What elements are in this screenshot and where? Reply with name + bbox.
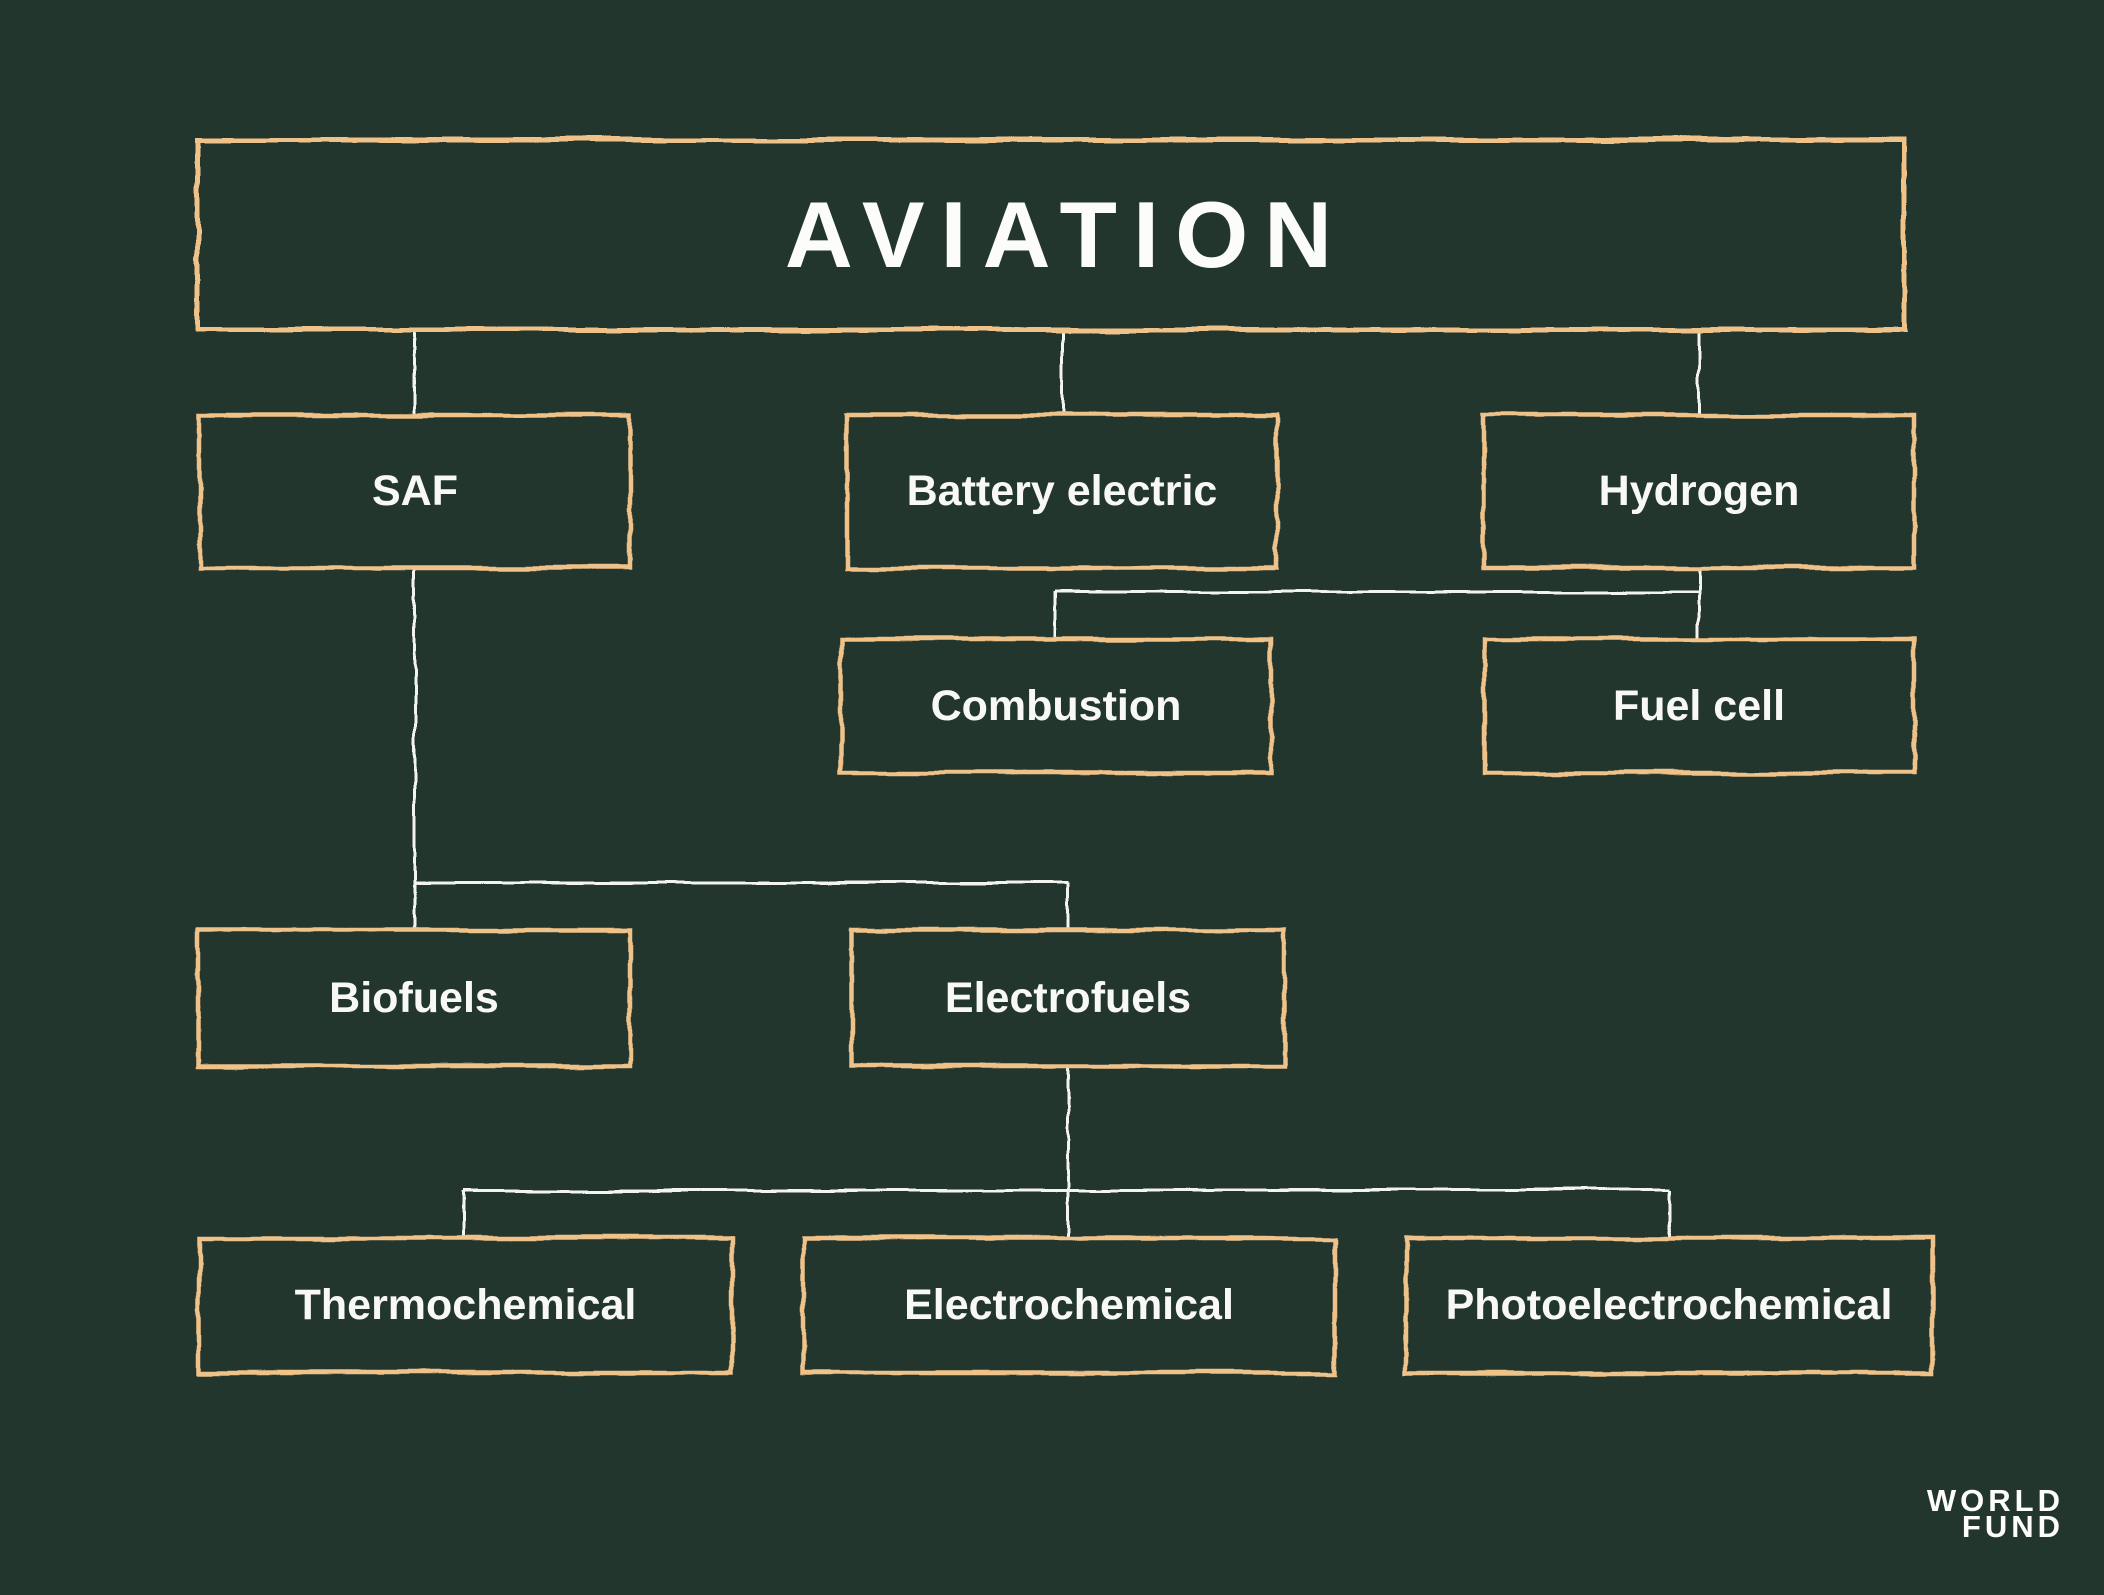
node-biofuels-border — [195, 927, 633, 1069]
node-electrochemical-label: Electrochemical — [904, 1281, 1234, 1329]
node-hydrogen-border — [1481, 412, 1917, 571]
node-battery-electric-border — [844, 412, 1280, 571]
node-aviation-border — [194, 137, 1907, 333]
world-fund-logo: WORLD FUND — [1926, 1483, 2064, 1545]
connector-lines — [413, 330, 1701, 1238]
node-fuel-cell-border — [1481, 636, 1917, 776]
node-battery-electric-label: Battery electric — [906, 467, 1218, 515]
node-combustion-border — [838, 636, 1274, 776]
node-photoelectrochemical-border — [1403, 1235, 1935, 1376]
node-saf-border — [197, 412, 633, 571]
world-fund-logo-line1: WORLD — [1926, 1483, 2064, 1518]
world-fund-logo-line2: FUND — [1961, 1509, 2064, 1545]
node-thermochemical-label: Thermochemical — [294, 1281, 637, 1329]
node-electrofuels-label: Electrofuels — [944, 973, 1192, 1022]
node-biofuels-label: Biofuels — [329, 973, 499, 1022]
node-fuel-cell-label: Fuel cell — [1612, 681, 1786, 730]
node-photoelectrochemical-label: Photoelectrochemical — [1445, 1281, 1893, 1329]
node-borders — [194, 137, 1935, 1376]
node-hydrogen-label: Hydrogen — [1598, 467, 1800, 515]
node-thermochemical-border — [196, 1235, 735, 1376]
node-aviation-label: AVIATION — [784, 182, 1349, 287]
node-electrochemical-border — [800, 1235, 1338, 1376]
node-saf-label: SAF — [372, 467, 458, 515]
node-combustion-label: Combustion — [930, 681, 1182, 730]
node-electrofuels-border — [849, 927, 1287, 1069]
